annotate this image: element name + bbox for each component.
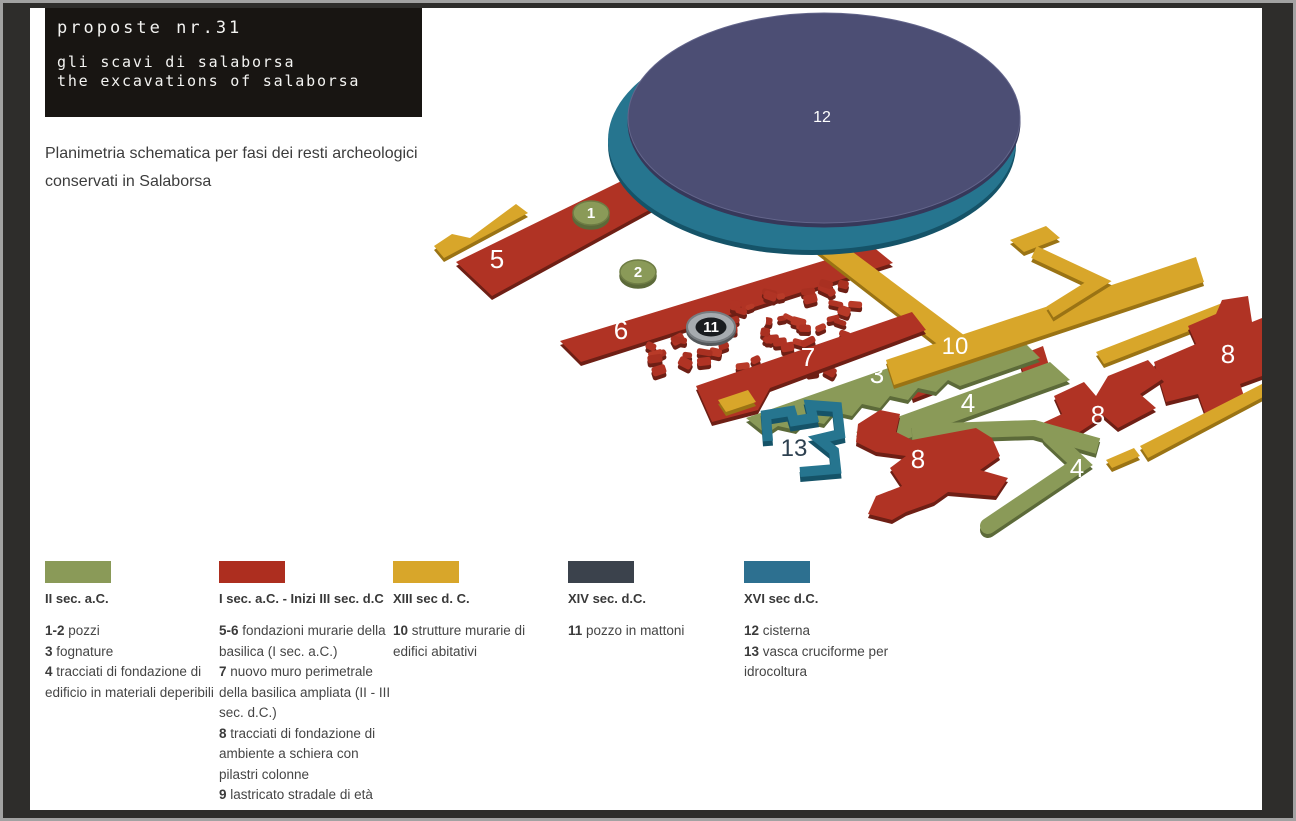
map-label-8: 8	[1221, 339, 1235, 369]
map-label-11: 11	[703, 319, 719, 336]
legend-period: XIV sec. d.C.	[568, 591, 647, 606]
zone-8-row-building-e	[1154, 296, 1262, 416]
title-italian: gli scavi di salaborsa	[57, 53, 296, 71]
plan-caption: Planimetria schematica per fasi dei rest…	[45, 145, 418, 190]
page: proposte nr.31 gli scavi di salaborsa th…	[30, 8, 1262, 810]
legend-swatch-red	[219, 561, 285, 583]
map-label-5: 5	[490, 244, 504, 274]
zone-6-basilica-foundation	[560, 246, 893, 362]
zone-10-wall-main	[886, 257, 1204, 385]
map-label-13: 13	[781, 435, 808, 462]
map-label-6: 6	[614, 315, 628, 345]
legend-items: 10 strutture murarie di edifici abitativ…	[393, 621, 563, 662]
legend-column-xiv-sec: XIV sec. d.C. 11 pozzo in mattoni	[568, 561, 738, 642]
proposal-number: proposte nr.31	[57, 18, 243, 38]
legend-swatch-yellow	[393, 561, 459, 583]
legend-item: 3 fognature	[45, 643, 114, 659]
map-label-9: 9	[755, 308, 767, 333]
legend-column-i-sec-ac: I sec. a.C. - Inizi III sec. d.C 5-6 fon…	[219, 561, 391, 810]
zone-12-cistern	[627, 12, 1021, 224]
legend-item: 9 lastricato stradale di età augustea	[219, 787, 373, 810]
legend-period: I sec. a.C. - Inizi III sec. d.C	[219, 591, 384, 606]
yellow-wall-patch	[718, 390, 756, 412]
legend-item: 7 nuovo muro perimetrale della basilica …	[219, 664, 391, 720]
zone-10-wall-se	[798, 229, 1000, 374]
zone-8-row-building-c	[1032, 360, 1164, 446]
legend-items: 5-6 fondazioni murarie della basilica (I…	[219, 621, 391, 810]
map-label-10: 10	[942, 333, 969, 360]
legend-item: 5-6 fondazioni murarie della basilica (I…	[219, 623, 386, 659]
legend-item: 8 tracciati di fondazione di ambiente a …	[219, 725, 376, 782]
map-label-8: 8	[911, 444, 925, 474]
legend-item: 12 cisterna	[744, 623, 811, 638]
legend-period: XVI sec d.C.	[744, 591, 819, 606]
legend-period: II sec. a.C.	[45, 591, 109, 606]
zone-10-wall-strip-e	[1096, 300, 1238, 364]
map-label-3: 3	[870, 359, 884, 389]
zone-7-perimeter-wall	[696, 312, 926, 422]
legend-items: 1-2 pozzi 3 fognature 4 tracciati di fonda…	[45, 621, 221, 703]
map-label-4: 4	[961, 388, 975, 418]
zone-10-wall-head	[1010, 226, 1060, 252]
legend-item: 10 strutture murarie di edifici abitativ…	[393, 623, 526, 659]
legend-item: 11 pozzo in mattoni	[568, 623, 685, 638]
zone-5-basilica-foundation	[456, 168, 682, 296]
legend-column-xvi-sec: XVI sec d.C. 12 cisterna 13 vasca crucifo…	[744, 561, 914, 683]
zone-10-wall-hook	[1010, 226, 1112, 318]
zone-11-brick-well	[686, 311, 736, 343]
zone-10-wall-strip-nw	[434, 204, 528, 258]
map-label-2: 2	[634, 264, 642, 281]
legend-items: 12 cisterna 13 vasca cruciforme per idroc…	[744, 621, 914, 683]
map-label-1: 1	[587, 205, 595, 222]
map-label-12: 12	[813, 109, 831, 126]
legend-swatch-green	[45, 561, 111, 583]
title-english: the excavations of salaborsa	[57, 72, 361, 90]
legend-period: XIII sec d. C.	[393, 591, 470, 606]
legend-item: 4 tracciati di fondazione di edificio in…	[45, 664, 214, 700]
zone-4-foundation-track-b	[911, 419, 1101, 534]
zone-8-row-building-w	[856, 410, 1008, 520]
zone-2-well	[619, 259, 657, 285]
map-label-8: 8	[1091, 400, 1105, 430]
map-label-7: 7	[801, 342, 815, 372]
legend-column-ii-sec-ac: II sec. a.C. 1-2 pozzi 3 fognature 4 tracc…	[45, 561, 221, 703]
header-box: proposte nr.31 gli scavi di salaborsa th…	[45, 8, 422, 117]
zone-1-well	[572, 200, 610, 226]
legend-item: 1-2 pozzi	[45, 623, 100, 638]
zone-13-cruciform-basin	[760, 399, 846, 477]
zone-4-foundation-track-a	[856, 362, 1070, 450]
legend-swatch-slate	[568, 561, 634, 583]
zone-10-wall-strip-s	[1106, 384, 1262, 468]
legend-column-xiii-sec: XIII sec d. C. 10 strutture murarie di e…	[393, 561, 563, 662]
map-label-4: 4	[1070, 453, 1084, 483]
legend-items: 11 pozzo in mattoni	[568, 621, 738, 642]
legend-item: 13 vasca cruciforme per idrocoltura	[744, 643, 889, 680]
legend-swatch-teal	[744, 561, 810, 583]
